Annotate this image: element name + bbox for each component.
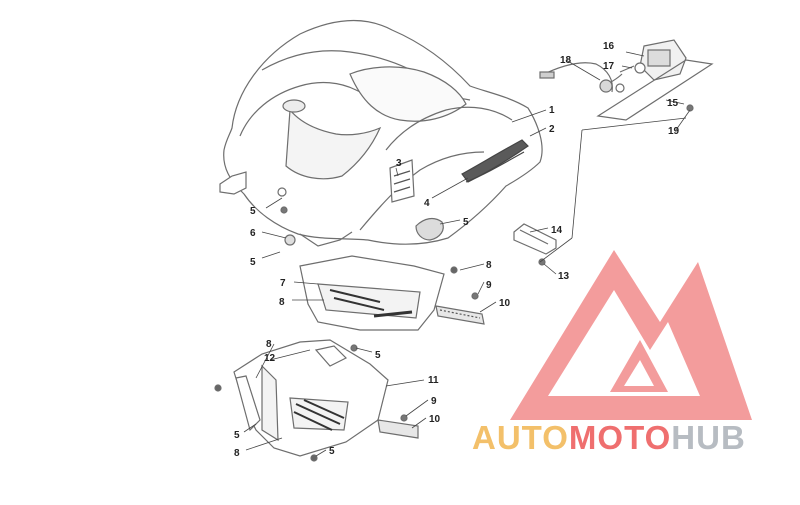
callout-3: 3 xyxy=(396,158,402,169)
callout-17: 17 xyxy=(603,61,615,72)
watermark-hub: HUB xyxy=(671,419,746,456)
callout-18: 18 xyxy=(560,55,572,66)
callout-9b: 9 xyxy=(431,396,437,407)
callout-8a: 8 xyxy=(486,260,492,271)
callout-19: 19 xyxy=(668,126,680,137)
callout-14: 14 xyxy=(551,225,563,236)
callout-15: 15 xyxy=(667,98,679,109)
callout-5c: 5 xyxy=(250,257,256,268)
watermark-auto: AUTO xyxy=(472,419,569,456)
callout-16: 16 xyxy=(603,41,615,52)
callout-5f: 5 xyxy=(329,446,335,457)
footrest-upper xyxy=(435,292,485,325)
rear-fender-assembly xyxy=(219,19,543,247)
callout-13: 13 xyxy=(558,271,570,282)
footrest-lower xyxy=(377,414,419,439)
callout-5b: 5 xyxy=(463,217,469,228)
watermark-logo xyxy=(510,250,752,420)
callout-4: 4 xyxy=(424,198,430,209)
callout-5d: 5 xyxy=(375,350,381,361)
callout-8d: 8 xyxy=(234,448,240,459)
callout-7: 7 xyxy=(280,278,286,289)
watermark-text: AUTOMOTOHUB xyxy=(472,416,794,460)
callout-8b: 8 xyxy=(279,297,285,308)
callout-5a: 5 xyxy=(250,206,256,217)
callout-10b: 10 xyxy=(429,414,441,425)
callout-11: 11 xyxy=(428,375,439,386)
callout-5e: 5 xyxy=(234,430,240,441)
reflector-bracket xyxy=(513,223,557,266)
callout-12: 12 xyxy=(264,353,276,364)
callout-6: 6 xyxy=(250,228,256,239)
lower-footwell xyxy=(214,339,389,462)
callout-labels: 1 2 3 4 5 5 5 5 5 5 6 7 8 8 8 8 9 9 10 1… xyxy=(234,41,680,459)
callout-2: 2 xyxy=(549,124,555,135)
callout-8c: 8 xyxy=(266,339,272,350)
tail-light-assembly xyxy=(539,39,714,121)
callout-9a: 9 xyxy=(486,280,492,291)
upper-footwell xyxy=(299,255,458,331)
callout-1: 1 xyxy=(549,105,555,116)
watermark-moto: MOTO xyxy=(568,419,672,456)
leader-lines xyxy=(243,51,691,457)
callout-10a: 10 xyxy=(499,298,511,309)
fasteners xyxy=(277,187,358,352)
